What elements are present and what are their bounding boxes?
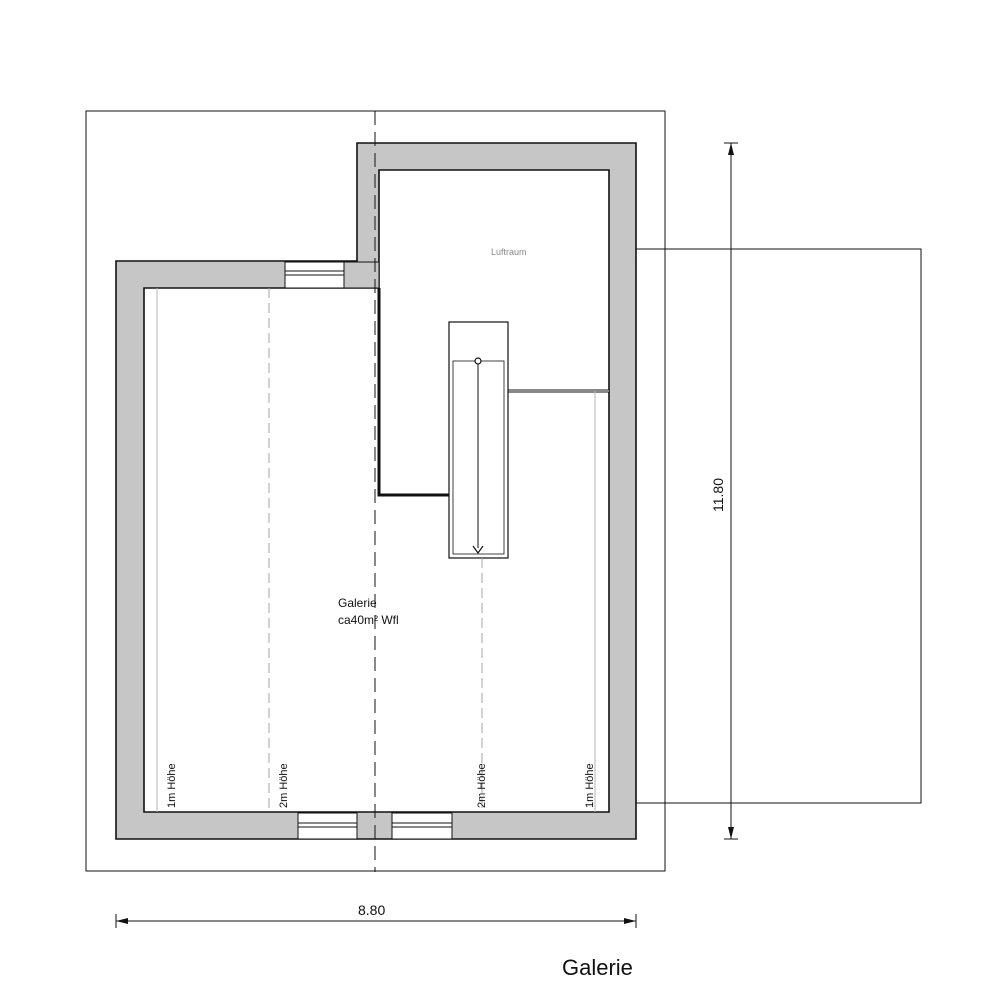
interior-wall-stub [343, 261, 380, 289]
length-dimension-label: 11.80 [710, 478, 726, 512]
void-label: Luftraum [491, 247, 527, 257]
dim-arrow-bottom-icon [728, 827, 734, 839]
window-top [284, 261, 345, 289]
window-bottom-right [391, 812, 453, 840]
stair-start-dot [474, 357, 482, 365]
exterior-walls [115, 142, 637, 840]
height-label-2m-right: 2m Höhe [476, 763, 488, 808]
height-label-2m-left: 2m Höhe [278, 763, 290, 808]
void-railing-inner [381, 288, 449, 493]
width-dimension-label: 8.80 [358, 902, 385, 918]
height-label-1m-left: 1m Höhe [166, 763, 178, 808]
adjacent-building-outline [635, 248, 922, 804]
plan-title: Galerie [562, 955, 633, 980]
dim-arrow-top-icon [728, 143, 734, 155]
window-bottom-left [297, 812, 358, 840]
stair-arrow-icon [472, 545, 484, 555]
room-area: ca40m² Wfl [338, 613, 399, 627]
height-label-1m-right: 1m Höhe [584, 763, 596, 808]
room-name: Galerie [338, 596, 377, 610]
length-dimension [724, 142, 738, 840]
width-dimension [115, 914, 637, 928]
dim-arrow-left-icon [116, 918, 128, 924]
void-railing [377, 288, 449, 497]
staircase [448, 321, 509, 559]
dim-arrow-right-icon [624, 918, 636, 924]
